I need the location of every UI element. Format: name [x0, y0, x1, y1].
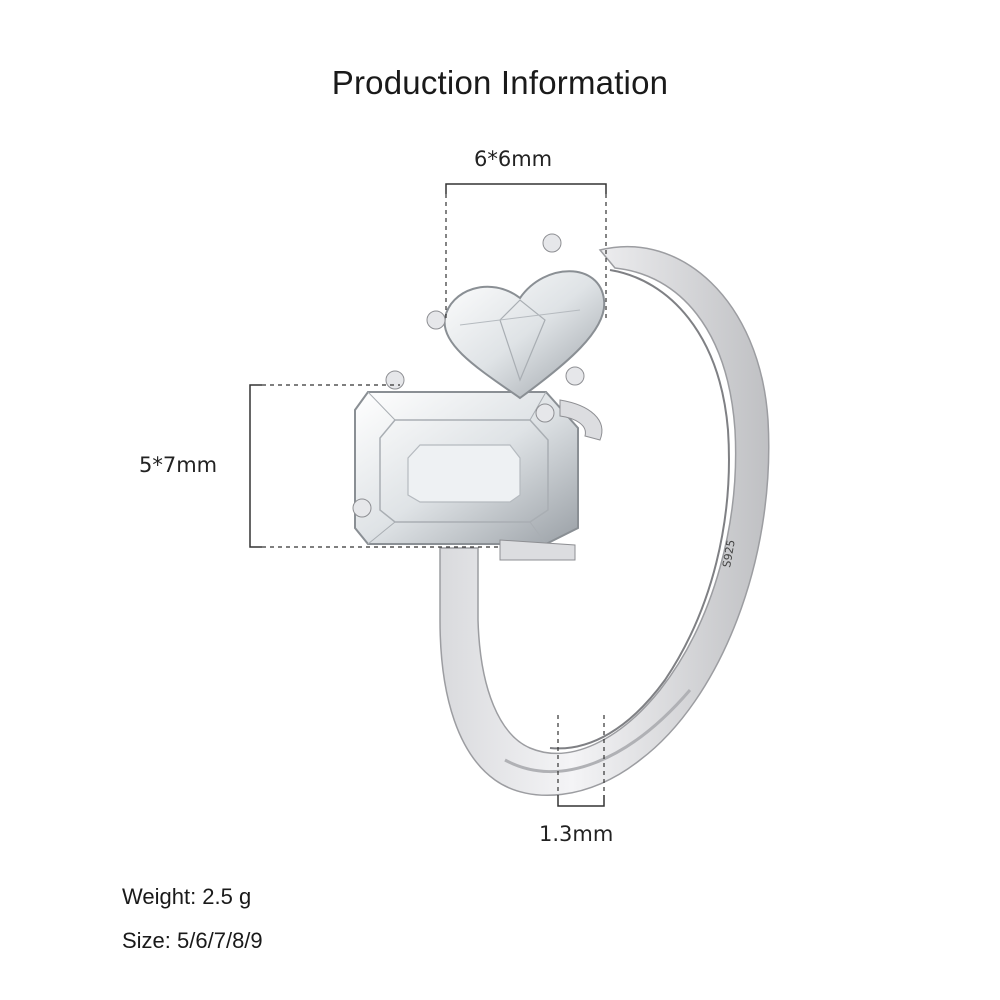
emerald-cut-stone — [352, 370, 579, 561]
band-dimension-bracket — [557, 715, 605, 807]
engraving-text: S925 — [720, 539, 738, 569]
emerald-dimension-bracket — [249, 384, 500, 548]
heart-stone-size-label: 6*6mm — [474, 147, 553, 171]
band-width-label: 1.3mm — [539, 822, 614, 846]
heart-dimension-bracket — [445, 183, 607, 320]
ring-band — [439, 245, 770, 796]
size-spec: Size: 5/6/7/8/9 — [122, 928, 263, 953]
heart-stone — [426, 233, 606, 441]
emerald-stone-size-label: 5*7mm — [139, 453, 218, 477]
page-title: Production Information — [331, 64, 669, 101]
weight-spec: Weight: 2.5 g — [122, 884, 252, 909]
